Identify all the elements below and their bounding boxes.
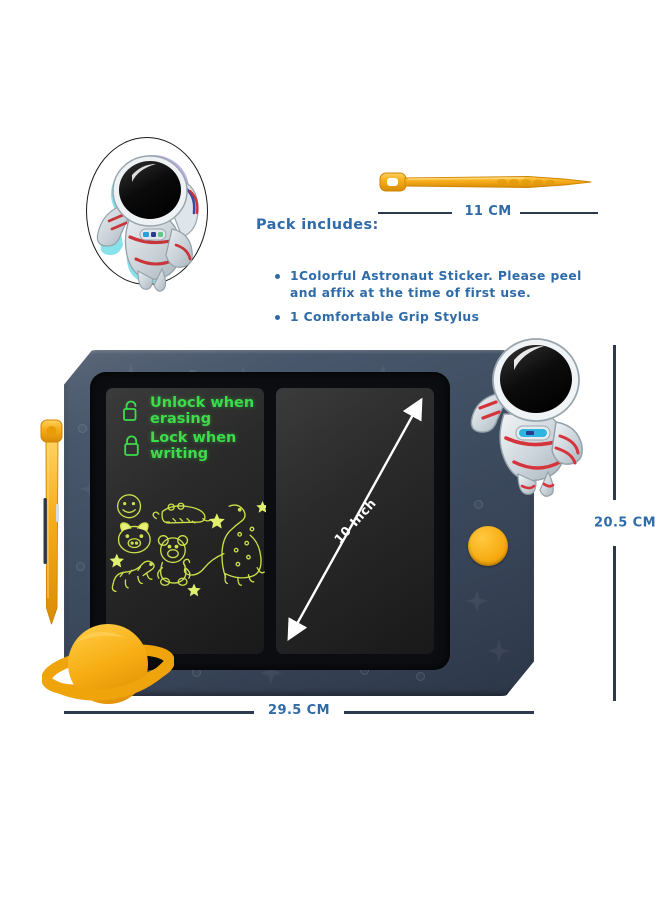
dimension-tablet-width: 29.5 CM [64, 700, 534, 724]
doodle-smiley [116, 494, 142, 519]
dimension-line-top [613, 345, 616, 500]
bullet-dot-icon [275, 274, 280, 279]
bullet-dot-icon [275, 315, 280, 320]
lcd-panel-right[interactable]: 10 Inch [276, 388, 434, 654]
doodle-stars [109, 500, 266, 597]
pack-item-sticker: 1Colorful Astronaut Sticker. Please peel… [290, 269, 582, 300]
unlock-icon [123, 400, 137, 421]
embossed-dot-icon [416, 672, 425, 681]
erase-button[interactable] [468, 526, 508, 566]
dimension-label-29-5cm: 29.5 CM [268, 703, 330, 718]
lock-icon [124, 435, 139, 456]
doodle-pig [117, 522, 151, 554]
embossed-dot-icon [474, 500, 483, 509]
lcd-instructions: Unlock when erasing Lock when writing [120, 395, 265, 466]
writing-tablet: Unlock when erasing Lock when writing [40, 338, 583, 704]
dimension-line-right [520, 212, 598, 214]
doodle-crocodile [152, 502, 211, 524]
side-stylus[interactable] [38, 418, 64, 628]
dimension-label-20-5cm: 20.5 CM [594, 515, 656, 531]
embossed-dot-icon [78, 424, 87, 433]
lcd-lock-text: Lock when writing [150, 430, 237, 462]
pack-includes-list: 1Colorful Astronaut Sticker. Please peel… [272, 268, 612, 334]
astronaut-sticker-large [470, 338, 583, 497]
pack-item-stylus: 1 Comfortable Grip Stylus [290, 310, 480, 324]
stylus-pen [379, 172, 592, 192]
lcd-panel-left[interactable]: Unlock when erasing Lock when writing [106, 388, 266, 654]
dimension-line-left [378, 212, 452, 214]
saturn-planet-decoration [42, 624, 174, 704]
dimension-line-left [64, 711, 254, 714]
lcd-line-lock: Lock when writing [120, 430, 265, 462]
lcd-doodle-drawings [109, 494, 266, 597]
doodle-dinosaur [182, 504, 265, 586]
doodle-dino-small [111, 560, 155, 593]
dimension-stylus-length: 11 CM [378, 202, 598, 224]
pack-includes-title: Pack includes: [256, 217, 379, 233]
dimension-tablet-height: 20.5 CM [594, 345, 656, 701]
dimension-label-11cm: 11 CM [464, 204, 512, 219]
screen-diagonal-arrow [287, 397, 423, 641]
lcd-unlock-text: Unlock when erasing [150, 395, 255, 427]
tablet-screen-bezel: Unlock when erasing Lock when writing [90, 372, 450, 670]
astronaut-sticker [96, 155, 199, 292]
lcd-line-unlock: Unlock when erasing [120, 395, 265, 427]
list-item: 1 Comfortable Grip Stylus [272, 309, 612, 326]
doodle-teddy-bear [157, 535, 191, 586]
dimension-line-right [344, 711, 534, 714]
dimension-line-bottom [613, 546, 616, 701]
embossed-dot-icon [76, 562, 85, 571]
list-item: 1Colorful Astronaut Sticker. Please peel… [272, 268, 612, 301]
